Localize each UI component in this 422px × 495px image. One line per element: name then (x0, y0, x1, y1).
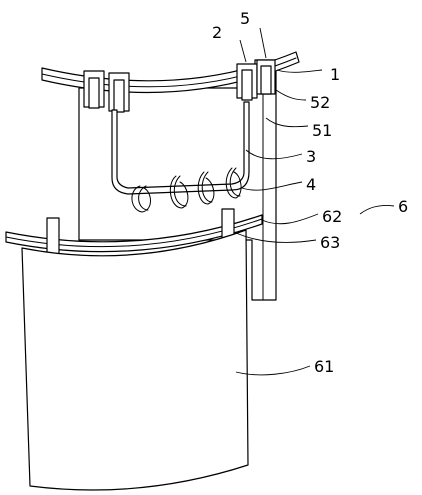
label-1: 1 (330, 65, 340, 84)
clamp-5 (256, 59, 276, 95)
label-52: 52 (310, 93, 330, 112)
hook-row (131, 167, 242, 213)
label-51: 51 (312, 121, 332, 140)
leader-61 (235, 365, 311, 376)
clamp-2 (236, 63, 258, 101)
left-clamp-inner (108, 72, 130, 113)
label-3: 3 (306, 147, 316, 166)
label-5: 5 (240, 9, 250, 28)
hanging-frame (111, 101, 250, 195)
left-clamp-outer (83, 70, 105, 109)
leader-1 (276, 69, 323, 73)
leader-62 (261, 213, 319, 225)
label-62: 62 (322, 207, 342, 226)
leader-2 (239, 39, 247, 63)
leader-6 (359, 205, 395, 215)
leader-4 (241, 181, 303, 191)
front-curved-rail (5, 214, 263, 253)
left-tab (46, 217, 60, 255)
label-63: 63 (320, 233, 340, 252)
front-panel (21, 229, 249, 491)
leader-63 (233, 231, 317, 243)
leader-5 (259, 27, 267, 59)
leader-52 (275, 89, 307, 101)
label-61: 61 (314, 357, 334, 376)
label-4: 4 (306, 175, 316, 194)
label-2: 2 (212, 23, 222, 42)
leader-3 (245, 149, 303, 160)
leader-51 (265, 117, 309, 128)
label-6: 6 (398, 197, 408, 216)
